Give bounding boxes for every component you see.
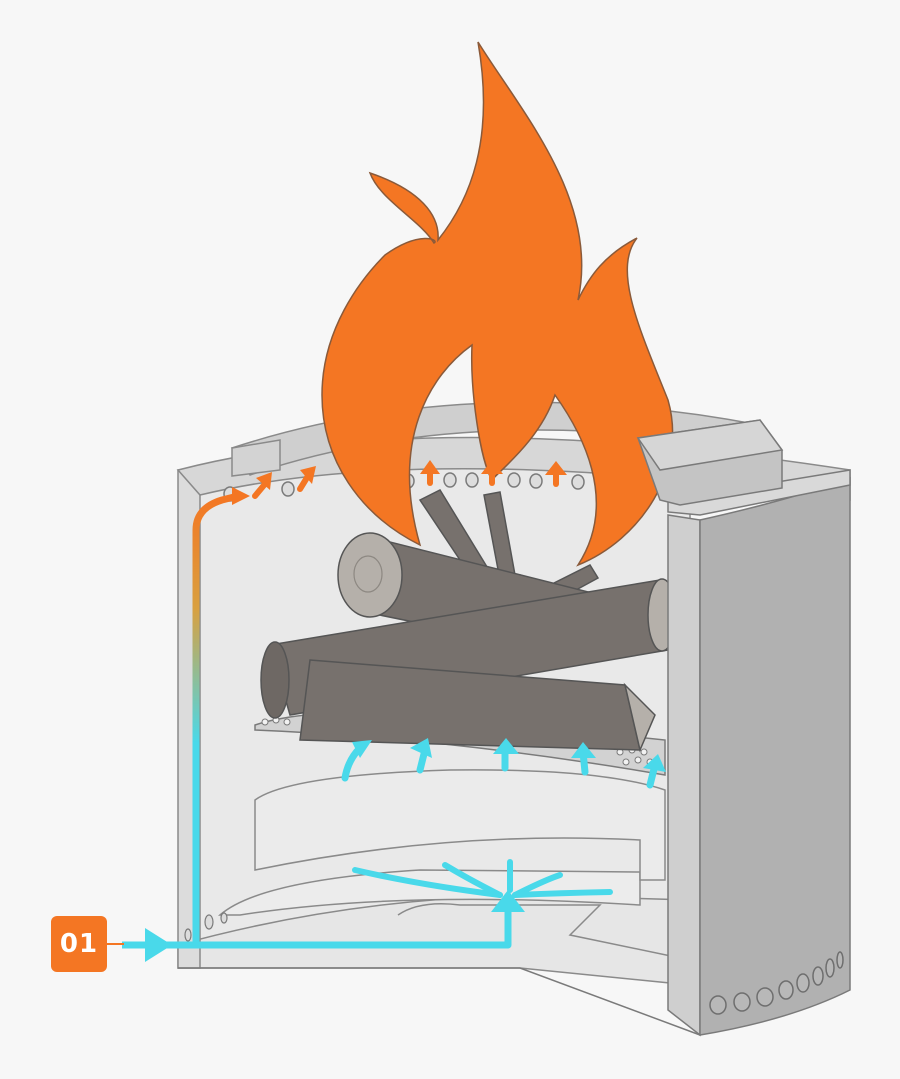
- arrow-icon: [410, 738, 432, 758]
- ash-pan-lower-ring: [218, 869, 641, 916]
- ash-pan-edge: [397, 903, 691, 961]
- step-badge: 01: [51, 916, 107, 972]
- upper-ring-left: [231, 439, 281, 477]
- arrow-icon: [420, 460, 440, 474]
- bottom-intake-holes: [709, 951, 844, 1015]
- arrow-icon: [571, 742, 596, 758]
- pit-body-front: [178, 419, 851, 1037]
- side-intake-holes: [184, 912, 228, 942]
- front-wall-outer: [699, 476, 851, 1036]
- intake-line: [122, 900, 512, 949]
- flame-icon: [321, 41, 674, 567]
- front-wall-inner: [667, 514, 701, 1037]
- riser-line: [192, 492, 242, 949]
- arrow-icon: [232, 487, 250, 505]
- arrow-icon: [256, 472, 272, 490]
- log-icon: [260, 489, 677, 753]
- arrow-icon: [352, 740, 372, 758]
- arrow-icon: [481, 460, 503, 474]
- arrow-icon: [493, 738, 519, 754]
- arrow-icon: [643, 754, 666, 772]
- arrow-icon: [545, 461, 567, 475]
- arrow-icon: [491, 890, 525, 912]
- airflow-arrows: [122, 460, 666, 962]
- arrow-icon: [300, 466, 316, 484]
- arrow-icon: [145, 928, 172, 962]
